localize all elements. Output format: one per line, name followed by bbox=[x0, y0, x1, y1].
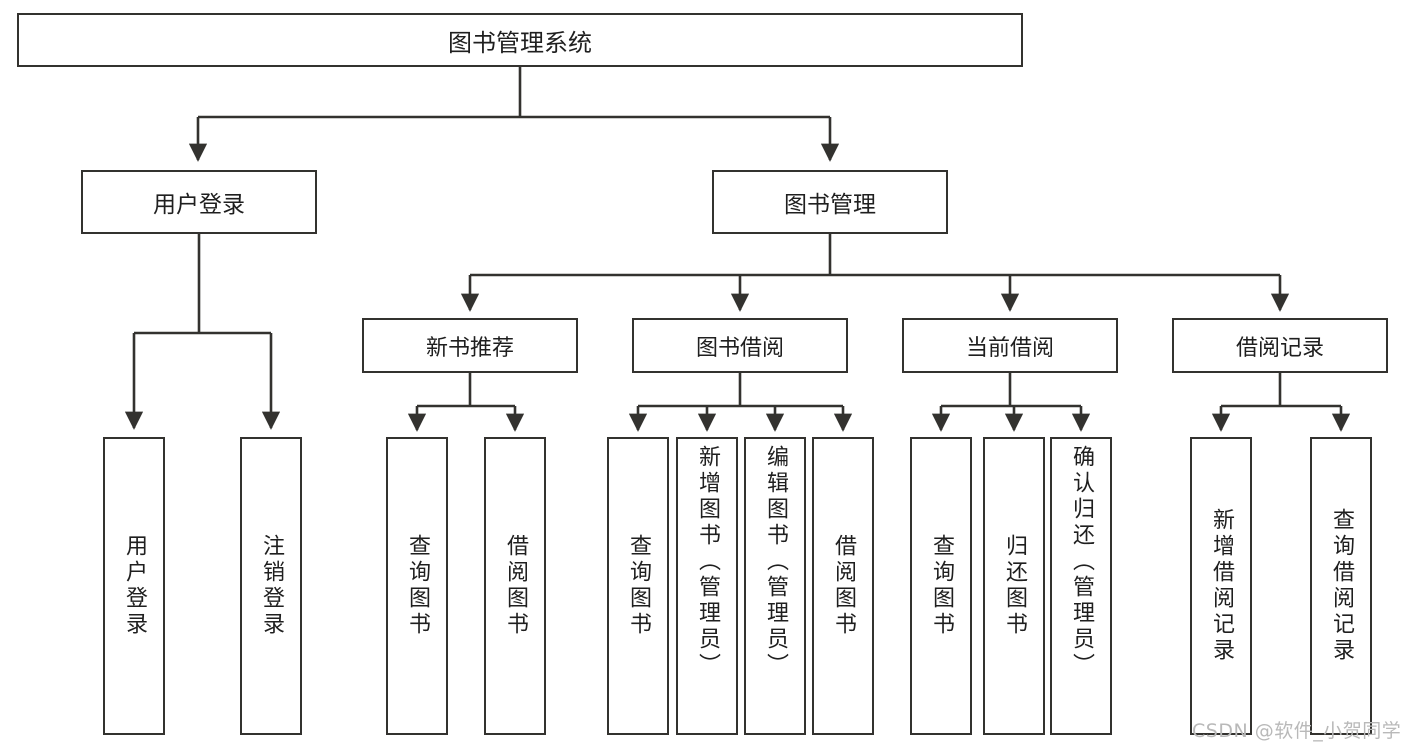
node-label: 图书借阅 bbox=[695, 335, 784, 361]
node-leaf-query-book-current[interactable]: 查询图书 bbox=[910, 437, 972, 735]
node-leaf-query-borrow-record[interactable]: 查询借阅记录 bbox=[1310, 437, 1372, 735]
node-root-label: 图书管理系统 bbox=[448, 28, 592, 57]
node-label: 查询借阅记录 bbox=[1329, 508, 1354, 664]
node-label: 查询图书 bbox=[929, 534, 954, 638]
node-root[interactable]: 图书管理系统 bbox=[17, 13, 1023, 67]
node-label: 确认归还（管理员） bbox=[1069, 445, 1094, 679]
node-leaf-edit-book-admin[interactable]: 编辑图书（管理员） bbox=[744, 437, 806, 735]
node-leaf-borrow-book[interactable]: 借阅图书 bbox=[812, 437, 874, 735]
node-label: 借阅图书 bbox=[503, 534, 528, 638]
node-label: 用户登录 bbox=[153, 192, 245, 218]
node-leaf-add-borrow-record[interactable]: 新增借阅记录 bbox=[1190, 437, 1252, 735]
node-label: 借阅记录 bbox=[1235, 335, 1324, 361]
node-leaf-query-book-rec[interactable]: 查询图书 bbox=[386, 437, 448, 735]
node-label: 图书管理 bbox=[784, 192, 876, 218]
node-leaf-user-login[interactable]: 用户登录 bbox=[103, 437, 165, 735]
node-leaf-confirm-return-admin[interactable]: 确认归还（管理员） bbox=[1050, 437, 1112, 735]
node-label: 查询图书 bbox=[626, 534, 651, 638]
node-label: 归还图书 bbox=[1002, 534, 1027, 638]
node-level2-book-borrow[interactable]: 图书借阅 bbox=[632, 318, 848, 373]
node-label: 新增借阅记录 bbox=[1209, 508, 1234, 664]
node-level2-current-borrow[interactable]: 当前借阅 bbox=[902, 318, 1118, 373]
node-label: 新书推荐 bbox=[425, 335, 514, 361]
node-leaf-add-book-admin[interactable]: 新增图书（管理员） bbox=[676, 437, 738, 735]
node-label: 用户登录 bbox=[122, 534, 147, 638]
node-level2-borrow-record[interactable]: 借阅记录 bbox=[1172, 318, 1388, 373]
node-leaf-return-book[interactable]: 归还图书 bbox=[983, 437, 1045, 735]
node-leaf-logout[interactable]: 注销登录 bbox=[240, 437, 302, 735]
csdn-watermark: CSDN @软件_小贺同学 bbox=[1192, 720, 1402, 742]
node-leaf-query-book-borrow[interactable]: 查询图书 bbox=[607, 437, 669, 735]
node-label: 注销登录 bbox=[259, 534, 284, 638]
node-level2-new-book-recommend[interactable]: 新书推荐 bbox=[362, 318, 578, 373]
node-label: 借阅图书 bbox=[831, 534, 856, 638]
node-leaf-borrow-book-rec[interactable]: 借阅图书 bbox=[484, 437, 546, 735]
node-label: 当前借阅 bbox=[965, 335, 1054, 361]
node-level1-book-management[interactable]: 图书管理 bbox=[712, 170, 948, 234]
node-label: 编辑图书（管理员） bbox=[763, 445, 788, 679]
node-level1-user-login[interactable]: 用户登录 bbox=[81, 170, 317, 234]
node-label: 新增图书（管理员） bbox=[695, 445, 720, 679]
node-label: 查询图书 bbox=[405, 534, 430, 638]
